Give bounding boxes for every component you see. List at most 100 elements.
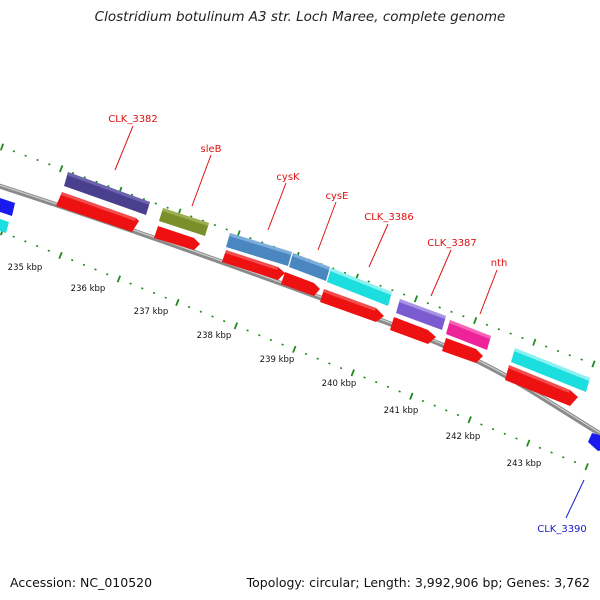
minor-tick (24, 240, 27, 243)
gene-feature-clk3390[interactable] (588, 433, 600, 451)
accession-text: Accession: NC_010520 (10, 575, 153, 590)
minor-tick (142, 197, 146, 201)
cds-arrow[interactable] (320, 289, 384, 322)
minor-tick (199, 310, 203, 313)
minor-tick (568, 354, 572, 357)
minor-tick (141, 287, 144, 290)
minor-tick (82, 263, 86, 266)
gene-feature-left-blue[interactable] (0, 196, 15, 216)
minor-tick (105, 273, 109, 276)
minor-tick (580, 358, 583, 361)
minor-tick (544, 345, 548, 348)
label-leaders (114, 125, 585, 519)
major-tick (467, 416, 472, 424)
cds-arrow[interactable] (390, 317, 436, 344)
minor-tick (328, 362, 331, 365)
scale-label: 235 kbp (8, 263, 43, 273)
minor-tick (12, 235, 15, 238)
minor-tick (187, 305, 191, 309)
minor-tick (130, 193, 134, 196)
gene-feature-nth[interactable] (446, 320, 491, 350)
gene-label-cyse[interactable]: cysE (326, 191, 349, 202)
minor-tick (456, 413, 460, 417)
minor-tick (152, 291, 156, 295)
gene-label-clk3390[interactable]: CLK_3390 (537, 524, 587, 535)
gene-label-nth[interactable]: nth (491, 258, 508, 269)
minor-tick (363, 376, 366, 379)
minor-tick (246, 329, 249, 332)
minor-tick (269, 338, 273, 342)
minor-tick (94, 268, 97, 271)
scale-label: 242 kbp (446, 432, 481, 442)
gene-label-clk3386[interactable]: CLK_3386 (364, 212, 414, 223)
minor-tick (374, 381, 378, 384)
minor-tick (426, 302, 430, 305)
scale-label: 238 kbp (197, 331, 232, 341)
cds-arrow[interactable] (505, 365, 578, 406)
minor-tick (154, 202, 158, 205)
gene-feature-cyan-right[interactable] (511, 348, 590, 392)
inner-tick-row (0, 228, 589, 471)
gene-label-cysk[interactable]: cysK (276, 172, 300, 183)
scale-label: 241 kbp (384, 406, 419, 416)
scale-label: 239 kbp (260, 355, 295, 365)
minor-tick (339, 367, 343, 370)
minor-tick (509, 332, 512, 335)
cds-arrow[interactable] (56, 192, 139, 232)
cds-arrow[interactable] (442, 338, 483, 363)
minor-tick (538, 446, 542, 449)
major-tick (58, 251, 63, 260)
minor-tick (402, 293, 406, 296)
gene-label-sleb[interactable]: sleB (200, 144, 221, 155)
gene-label-clk3387[interactable]: CLK_3387 (427, 238, 477, 249)
gene-feature-sleb[interactable] (159, 208, 209, 236)
genome-backbone (0, 183, 600, 437)
topology-text: Topology: circular; Length: 3,992,906 bp… (246, 575, 590, 590)
gene-label-clk3382[interactable]: CLK_3382 (108, 114, 158, 125)
minor-tick (71, 171, 75, 175)
minor-tick (166, 206, 169, 209)
major-tick (59, 165, 64, 173)
minor-tick (450, 310, 453, 313)
minor-tick (222, 320, 226, 323)
minor-tick (36, 158, 39, 162)
gene-feature-left-cyan[interactable] (0, 217, 9, 233)
minor-tick (497, 328, 501, 331)
gene-feature-cyse[interactable] (289, 253, 330, 281)
minor-tick (573, 460, 577, 464)
minor-tick (281, 343, 284, 346)
major-tick (292, 345, 297, 353)
gene-feature-clk3386[interactable] (327, 268, 392, 306)
cds-arrow[interactable] (281, 272, 320, 296)
minor-tick (24, 154, 27, 157)
minor-tick (316, 357, 319, 360)
scale-labels: 235 kbp 236 kbp 237 kbp 238 kbp 239 kbp … (8, 263, 542, 469)
minor-tick (213, 223, 217, 227)
cds-arrow[interactable] (154, 226, 200, 250)
minor-tick (503, 432, 507, 435)
minor-tick (83, 176, 87, 179)
major-tick (526, 439, 531, 447)
major-tick (0, 143, 5, 151)
minor-tick (258, 334, 261, 337)
major-tick (409, 392, 414, 400)
minor-tick (95, 180, 98, 183)
minor-tick (445, 409, 448, 412)
gene-feature-clk3387[interactable] (396, 299, 446, 330)
gene-feature-cysk[interactable] (226, 233, 292, 266)
minor-tick (164, 296, 167, 299)
gene-feature-clk3382[interactable] (64, 172, 150, 215)
genome-backbone-highlight (0, 184, 600, 434)
minor-tick (367, 280, 370, 283)
minor-tick (485, 323, 489, 326)
cds-arrow-shading (61, 192, 570, 393)
scale-label: 236 kbp (71, 284, 106, 294)
minor-tick (398, 390, 401, 393)
minor-tick (379, 284, 382, 287)
minor-tick (491, 428, 495, 431)
gene-features (0, 172, 600, 451)
cds-arrow[interactable] (222, 250, 285, 280)
minor-tick (343, 271, 347, 274)
